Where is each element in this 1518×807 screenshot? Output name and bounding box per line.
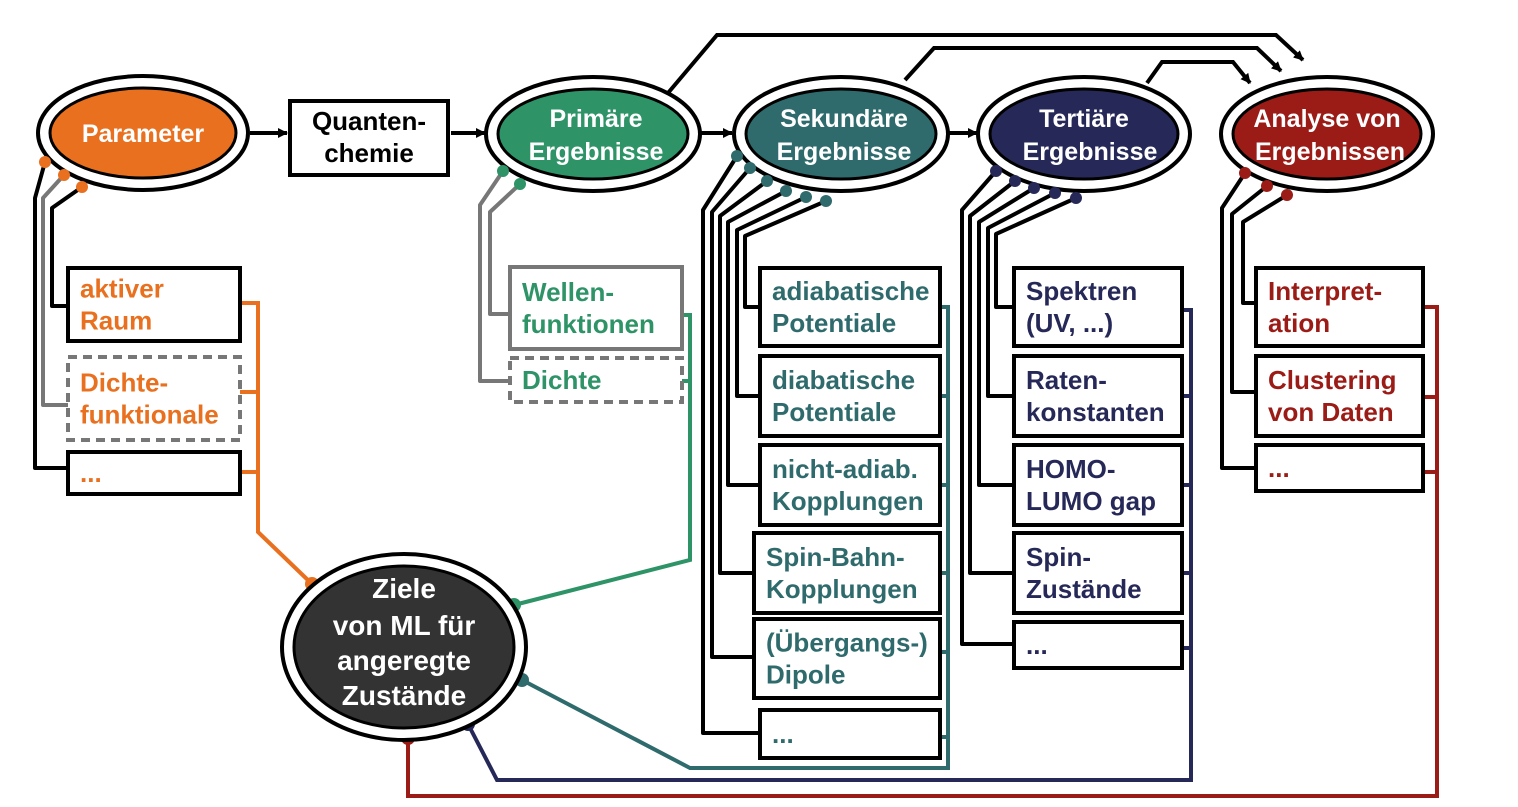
secondary-item-label: Dipole [766, 660, 845, 690]
primary-item-label: Wellen- [522, 277, 614, 307]
analysis-to-center-line [406, 305, 1439, 798]
arrow-tertiary-to-analysis [1145, 60, 1252, 85]
primary-item-box: Dichte [508, 356, 684, 404]
primary-to-center-line [513, 313, 692, 607]
node-analysis-label-2: Ergebnissen [1255, 138, 1405, 166]
center-label-3: angeregte [337, 645, 471, 676]
analysis-item-label: von Daten [1268, 397, 1394, 427]
secondary-item-box: Spin-Bahn-Kopplungen [752, 531, 942, 615]
secondary-item-box: (Übergangs-)Dipole [752, 617, 942, 700]
tertiary-item-box: Spin-Zustände [1012, 531, 1184, 615]
analysis-item-label: Interpret- [1268, 276, 1382, 306]
tertiary-item-label: Zustände [1026, 574, 1142, 604]
node-primary-label-1: Primäre [549, 105, 642, 133]
center-label-2: von ML für [333, 610, 476, 641]
node-secondary-label-1: Sekundäre [780, 105, 908, 133]
node-analysis-label-1: Analyse von [1253, 105, 1400, 133]
parameter-item-label: aktiver [80, 274, 164, 304]
secondary-item-label: Kopplungen [772, 486, 924, 516]
node-tertiary: Tertiäre Ergebnisse [976, 75, 1192, 193]
tertiary-item-label: Raten- [1026, 365, 1107, 395]
node-primary-label-2: Ergebnisse [529, 138, 664, 166]
arrow-primary-to-analysis [666, 33, 1305, 95]
parameter-item-label: Raum [80, 306, 152, 336]
node-tertiary-label-2: Ergebnisse [1023, 138, 1158, 166]
secondary-item-label: adiabatische [772, 276, 930, 306]
node-analysis: Analyse von Ergebnissen [1219, 75, 1435, 193]
secondary-item-label: diabatische [772, 365, 915, 395]
parameter-item-label: funktionale [80, 400, 219, 430]
secondary-item-box: nicht-adiab.Kopplungen [758, 443, 942, 527]
node-tertiary-label-1: Tertiäre [1039, 105, 1129, 133]
primary-item-box: Wellen-funktionen [508, 265, 684, 351]
analysis-item-label: Clustering [1268, 365, 1397, 395]
tertiary-item-label: LUMO gap [1026, 486, 1156, 516]
tertiary-item-box: Spektren(UV, ...) [1012, 266, 1184, 348]
tertiary-item-label: Spin- [1026, 542, 1091, 572]
center-label-1: Ziele [372, 573, 436, 604]
secondary-item-label: Kopplungen [766, 574, 918, 604]
top-flow-arrows [666, 33, 1305, 95]
analysis-item-label: ... [1268, 453, 1290, 483]
secondary-item-label: nicht-adiab. [772, 454, 918, 484]
tertiary-item-label: konstanten [1026, 397, 1165, 427]
node-qc-label-2: chemie [324, 138, 414, 168]
tertiary-item-label: Spektren [1026, 276, 1137, 306]
tertiary-item-label: ... [1026, 630, 1048, 660]
parameter-to-center-line [240, 301, 314, 586]
secondary-item-label: Spin-Bahn- [766, 542, 905, 572]
secondary-item-label: (Übergangs-) [766, 628, 928, 658]
tertiary-to-center-line [466, 308, 1193, 782]
primary-item-label: funktionen [522, 309, 655, 339]
arrow-secondary-to-analysis [903, 46, 1283, 82]
node-parameter-label: Parameter [82, 120, 205, 148]
secondary-to-center-line [521, 305, 950, 770]
tertiary-item-box: HOMO-LUMO gap [1012, 443, 1184, 527]
tertiary-item-label: (UV, ...) [1026, 308, 1113, 338]
analysis-item-box: Interpret-ation [1254, 266, 1425, 348]
tertiary-item-box: Raten-konstanten [1012, 354, 1184, 438]
secondary-item-label: ... [772, 719, 794, 749]
tertiary-item-label: HOMO- [1026, 454, 1116, 484]
node-primary: Primäre Ergebnisse [484, 75, 702, 193]
node-secondary-label-2: Ergebnisse [777, 138, 912, 166]
node-parameter: Parameter [36, 74, 250, 192]
item-bracket-lines [33, 154, 1289, 735]
node-quantenchemie: Quanten- chemie [288, 99, 450, 177]
center-label-4: Zustände [342, 680, 466, 711]
parameter-item-label: ... [80, 458, 102, 488]
connections-to-center [240, 301, 1439, 798]
node-connector-dots [39, 150, 1293, 207]
parameter-item-label: Dichte- [80, 368, 168, 398]
parameter-item-box: ... [66, 450, 242, 496]
node-center-goals: Ziele von ML für angeregte Zustände [280, 552, 528, 742]
node-secondary: Sekundäre Ergebnisse [732, 75, 950, 193]
secondary-item-box: ... [758, 708, 942, 760]
analysis-item-label: ation [1268, 308, 1330, 338]
secondary-item-label: Potentiale [772, 397, 896, 427]
secondary-item-label: Potentiale [772, 308, 896, 338]
primary-item-label: Dichte [522, 365, 601, 395]
parameter-item-box: Dichte-funktionale [66, 355, 242, 442]
node-qc-label-1: Quanten- [312, 106, 426, 136]
tertiary-item-box: ... [1012, 620, 1184, 670]
analysis-item-box: ... [1254, 443, 1425, 493]
